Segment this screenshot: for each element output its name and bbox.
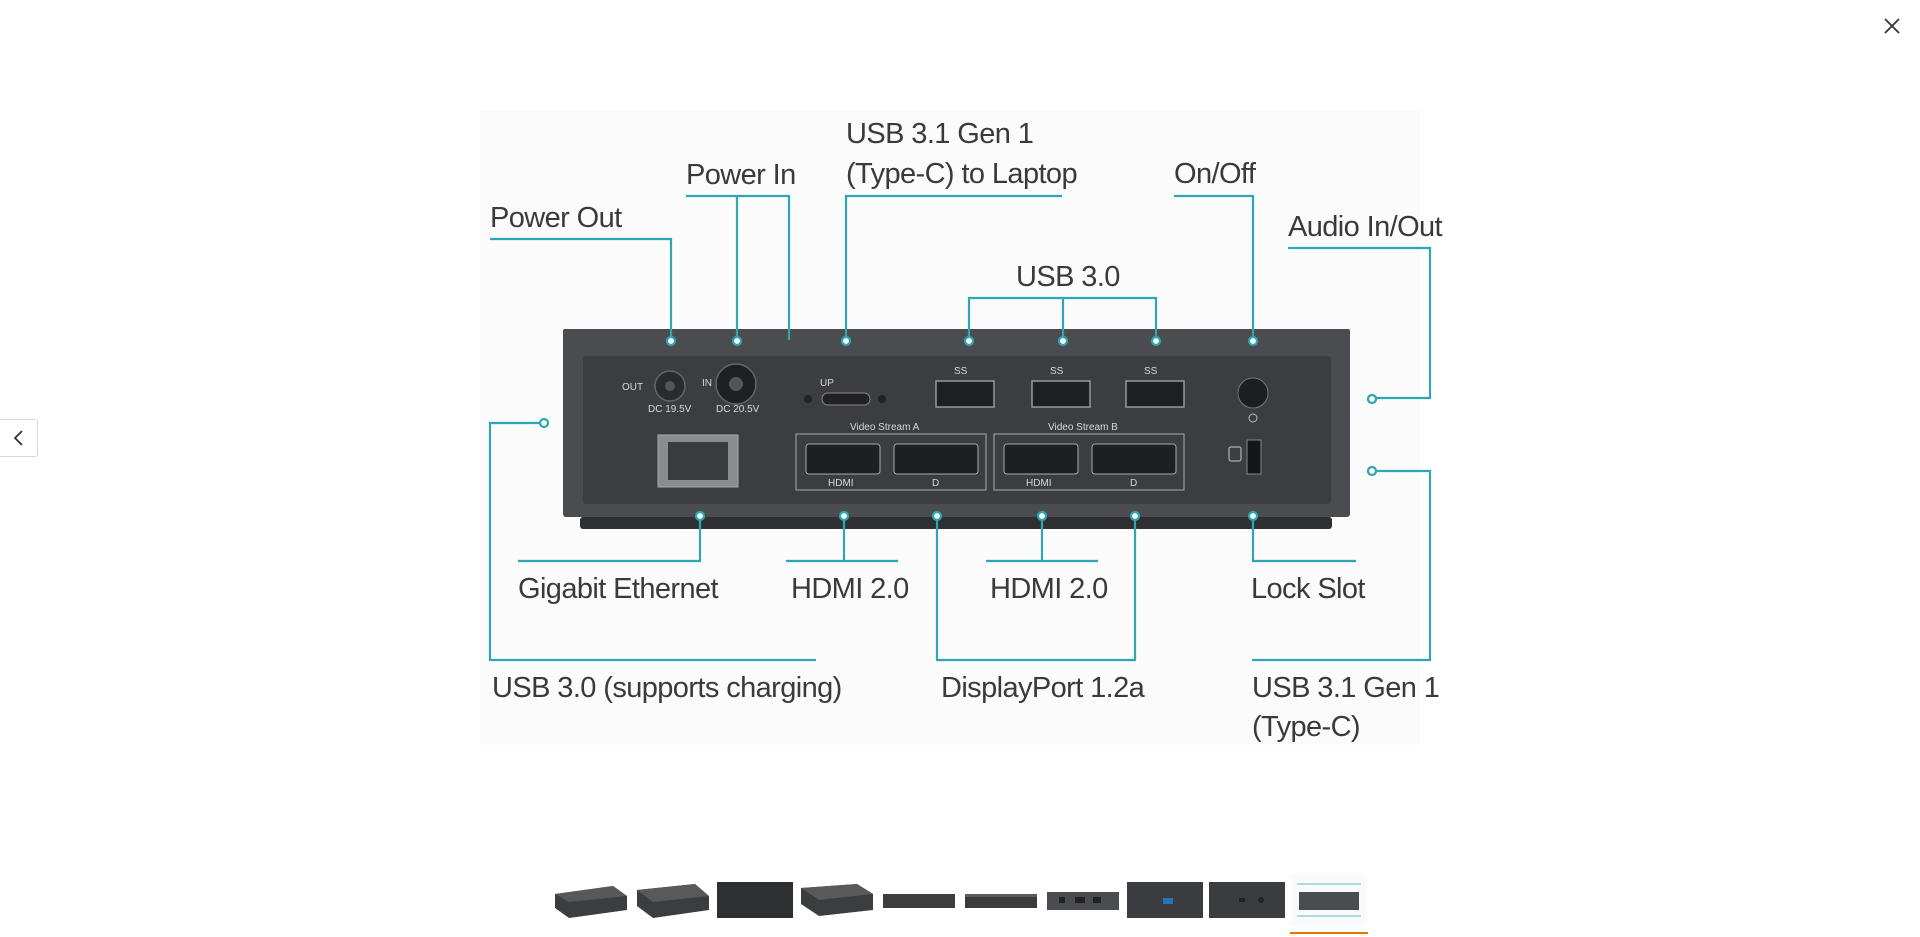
dock-rear-panel: OUT DC 19.5V IN DC 20.5V UP SS SS SS xyxy=(563,329,1350,529)
label-usb30-charging: USB 3.0 (supports charging) xyxy=(492,672,842,704)
label-on-off: On/Off xyxy=(1174,158,1257,190)
svg-text:Video Stream A: Video Stream A xyxy=(850,422,920,433)
svg-text:OUT: OUT xyxy=(622,382,643,393)
label-lock-slot: Lock Slot xyxy=(1251,573,1365,605)
svg-text:DC 20.5V: DC 20.5V xyxy=(716,404,760,415)
svg-text:IN: IN xyxy=(702,378,712,389)
svg-text:SS: SS xyxy=(1144,366,1158,377)
svg-text:HDMI: HDMI xyxy=(828,478,854,489)
chevron-left-icon xyxy=(13,430,23,446)
close-icon xyxy=(1884,18,1900,34)
thumbnail-6[interactable] xyxy=(962,872,1040,928)
previous-image-button[interactable] xyxy=(0,419,38,457)
port-labels: Power Out Power In USB 3.1 Gen 1 (Type-C… xyxy=(490,118,1443,743)
thumbnail-1[interactable] xyxy=(552,872,630,928)
thumbnail-3[interactable] xyxy=(716,872,794,928)
svg-text:D: D xyxy=(1130,478,1137,489)
label-displayport: DisplayPort 1.2a xyxy=(941,672,1146,704)
thumbnail-9[interactable] xyxy=(1208,872,1286,928)
label-power-in: Power In xyxy=(686,159,796,191)
callout-lines xyxy=(488,194,1432,662)
svg-text:Video Stream B: Video Stream B xyxy=(1048,422,1118,433)
label-usb31-c-1: USB 3.1 Gen 1 xyxy=(1252,672,1439,704)
thumbnail-strip xyxy=(552,872,1368,936)
svg-text:DC 19.5V: DC 19.5V xyxy=(648,404,692,415)
svg-text:D: D xyxy=(932,478,939,489)
label-usb31-laptop-2: (Type-C) to Laptop xyxy=(846,158,1077,190)
thumbnail-5[interactable] xyxy=(880,872,958,928)
thumbnail-7[interactable] xyxy=(1044,872,1122,928)
label-ethernet: Gigabit Ethernet xyxy=(518,573,719,605)
close-button[interactable] xyxy=(1878,12,1906,40)
port-diagram: OUT DC 19.5V IN DC 20.5V UP SS SS SS xyxy=(480,110,1443,745)
svg-text:HDMI: HDMI xyxy=(1026,478,1052,489)
thumbnail-4[interactable] xyxy=(798,872,876,928)
label-power-out: Power Out xyxy=(490,202,622,234)
label-usb31-c-2: (Type-C) xyxy=(1252,711,1360,743)
thumbnail-2[interactable] xyxy=(634,872,712,928)
thumbnail-8[interactable] xyxy=(1126,872,1204,928)
product-image-main: OUT DC 19.5V IN DC 20.5V UP SS SS SS xyxy=(480,110,1443,745)
label-hdmi-b: HDMI 2.0 xyxy=(990,573,1108,605)
svg-text:SS: SS xyxy=(954,366,968,377)
label-usb30: USB 3.0 xyxy=(1016,261,1120,293)
svg-text:SS: SS xyxy=(1050,366,1064,377)
label-audio: Audio In/Out xyxy=(1288,211,1443,243)
svg-text:UP: UP xyxy=(820,378,834,389)
label-hdmi-a: HDMI 2.0 xyxy=(791,573,909,605)
thumbnail-10[interactable] xyxy=(1290,872,1368,934)
label-usb31-laptop-1: USB 3.1 Gen 1 xyxy=(846,118,1033,150)
